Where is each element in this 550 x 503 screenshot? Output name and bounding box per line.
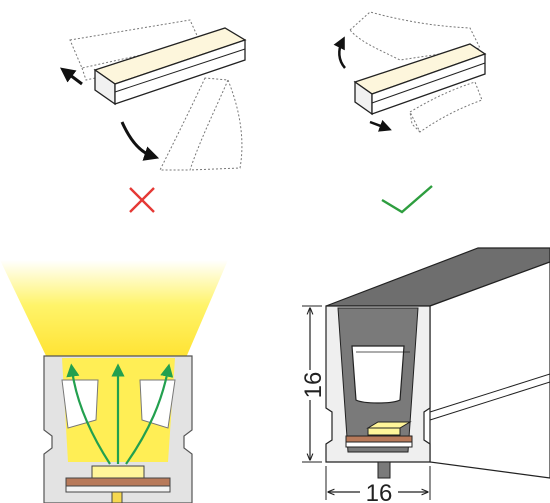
height-dimension-label: 16: [300, 372, 327, 399]
led-chip: [91, 465, 145, 479]
light-beam: [0, 260, 228, 360]
arrow-right: [369, 119, 392, 132]
profile-window: [351, 345, 405, 404]
profile-pcb: [345, 435, 413, 443]
cross-icon: [129, 187, 155, 213]
lead: [111, 491, 123, 503]
profile-lead: [377, 461, 391, 479]
wrong-bend-illustration: [60, 19, 247, 171]
profile-dimensions-illustration: 16 16: [300, 247, 550, 503]
profile-led-chip-front: [367, 427, 401, 436]
profile-base: [345, 441, 413, 448]
ghost-strip-bottom: [409, 81, 483, 133]
light-arrow-left: [66, 363, 111, 465]
correct-bend-illustration: [333, 11, 487, 133]
light-emission-section: [0, 260, 228, 503]
arrow-up-left: [60, 67, 83, 86]
base-strip: [65, 485, 171, 493]
ghost-strip-top: [349, 11, 481, 61]
strip-side: [114, 39, 246, 105]
arrow-down-curve: [120, 121, 160, 161]
strip-side: [371, 53, 486, 115]
width-dimension-label: 16: [366, 480, 393, 503]
profile-side-face: [429, 261, 550, 479]
pcb: [65, 477, 171, 487]
check-icon: [381, 185, 433, 214]
arrow-up-curve: [333, 36, 346, 69]
ghost-strip-down: [159, 77, 229, 171]
light-arrow-right: [125, 363, 174, 465]
